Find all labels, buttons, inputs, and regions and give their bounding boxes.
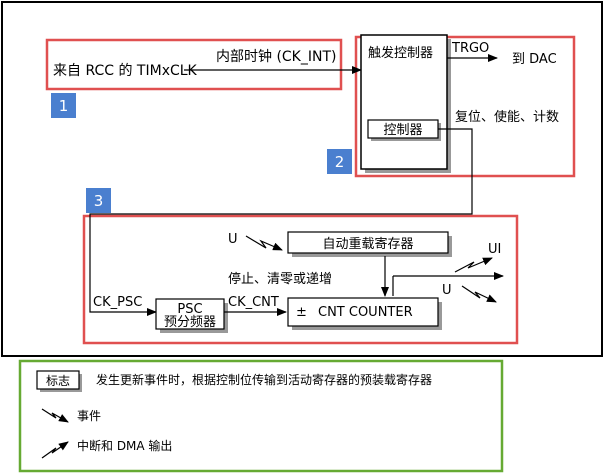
cnt-box [287,297,439,327]
ck-psc-label: CK_PSC [93,295,142,310]
trigger-controller-label: 触发控制器 [368,45,433,61]
cnt-plus-minus: ± [296,305,307,320]
psc-sub-label: 预分频器 [164,315,216,330]
clock-source-label: 来自 RCC 的 TIMxCLK [53,63,198,79]
badge-2 [327,149,352,174]
legend-title: 标志 [46,374,70,388]
reset-enable-count-label: 复位、使能、计数 [455,109,559,125]
u-event-label: U [228,232,238,247]
ui-interrupt-arrow [454,257,493,273]
trgo-label: TRGO [451,41,489,56]
region-2-box [354,35,576,178]
badge-1 [51,93,76,118]
legend-frame [18,359,504,473]
controller-label: 控制器 [383,123,422,138]
psc-label: PSC [177,302,202,317]
badge-3-label: 3 [94,192,104,210]
controller-to-counter-line [89,128,473,316]
stop-clear-increment-label: 停止、清零或递增 [228,271,332,287]
legend-event-label: 事件 [77,409,101,423]
ck-cnt-label: CK_CNT [228,295,279,310]
ck-int-label: 内部时钟 (CK_INT) [216,48,336,65]
arr-label: 自动重载寄存器 [322,236,413,252]
badge-1-label: 1 [59,97,69,115]
legend-event-icon [41,408,69,423]
trigger-controller-box [360,34,448,170]
psc-box [155,298,225,330]
arr-box [287,231,449,254]
badge-3 [86,188,111,213]
ui-label: UI [488,242,501,257]
region-3-box [82,214,519,345]
u-dma-arrow [461,285,497,303]
legend-irq-icon [41,441,69,459]
legend-irq-label: 中断和 DMA 输出 [77,438,172,453]
u-dma-label: U [442,283,452,298]
legend-title-box [36,370,80,390]
cnt-label: CNT COUNTER [318,305,413,320]
outer-frame [1,1,603,357]
to-dac-label: 到 DAC [512,52,557,67]
badge-2-label: 2 [335,153,345,171]
legend-description: 发生更新事件时，根据控制位传输到活动寄存器的预装载寄存器 [96,372,432,387]
region-1-box [45,38,343,91]
u-event-arrow [245,235,283,251]
